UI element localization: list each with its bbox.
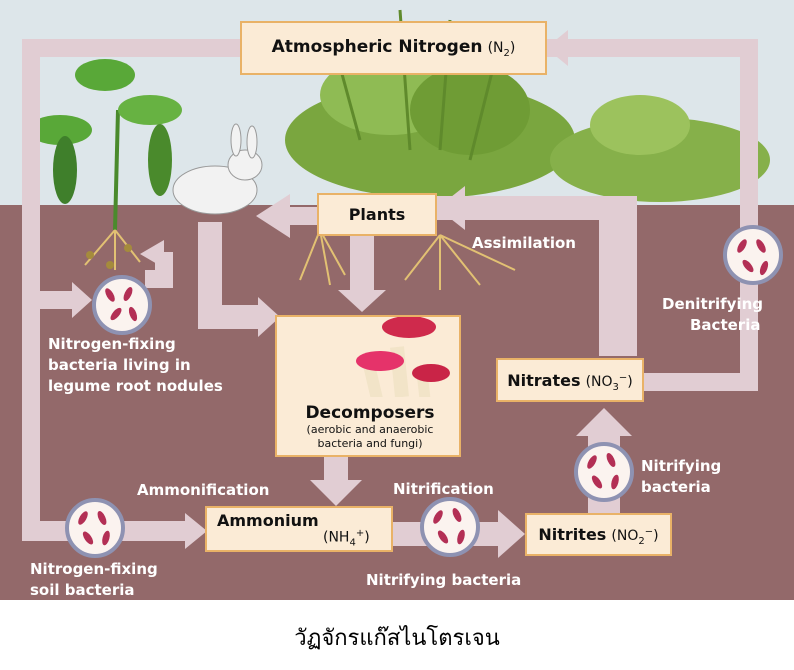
decomposers-label: Decomposers bbox=[305, 403, 435, 423]
assimilation-label: Assimilation bbox=[472, 234, 576, 252]
nitrites-formula: (NO2−) bbox=[611, 526, 659, 547]
ammonium-label: Ammonium bbox=[217, 511, 319, 530]
legume-plant-illustration bbox=[28, 59, 182, 270]
nodule-bacteria-circle bbox=[92, 275, 152, 335]
nitrates-formula: (NO3−) bbox=[585, 372, 633, 393]
atmospheric-nitrogen-formula: (N2) bbox=[487, 40, 516, 59]
decomposers-note: (aerobic and anaerobic bacteria and fung… bbox=[306, 423, 434, 450]
nitrifying-bacteria-bottom-label: Nitrifying bacteria bbox=[366, 571, 522, 589]
plants-box: Plants bbox=[317, 193, 437, 236]
nitrification-label: Nitrification bbox=[393, 480, 494, 498]
nitrification-bacteria-circle bbox=[420, 497, 480, 557]
ammonium-formula: (NH4+) bbox=[323, 528, 370, 549]
denitrifying-bacteria-label: Denitrifying Bacteria bbox=[662, 295, 764, 334]
nitrites-box: Nitrites (NO2−) bbox=[525, 513, 672, 556]
soil-bacteria-label: Nitrogen-fixing soil bacteria bbox=[30, 560, 158, 599]
atmospheric-nitrogen-box: Atmospheric Nitrogen (N2) bbox=[240, 21, 547, 75]
nitrifying-bacteria-circle bbox=[574, 442, 634, 502]
nitrates-box: Nitrates (NO3−) bbox=[496, 358, 644, 402]
ammonification-label: Ammonification bbox=[137, 481, 270, 499]
mushroom-illustration bbox=[356, 317, 450, 397]
grass-plants-illustration bbox=[285, 9, 770, 202]
plants-label: Plants bbox=[348, 205, 406, 224]
denitrifying-bacteria-circle bbox=[723, 225, 783, 285]
rabbit-illustration bbox=[172, 123, 263, 215]
nitrates-label: Nitrates bbox=[507, 371, 581, 390]
nodule-bacteria-label: Nitrogen-fixing bacteria living in legum… bbox=[48, 335, 223, 395]
atmospheric-nitrogen-label: Atmospheric Nitrogen bbox=[271, 37, 483, 57]
decomposers-box: Decomposers (aerobic and anaerobic bacte… bbox=[275, 315, 461, 457]
soil-bacteria-circle bbox=[65, 498, 125, 558]
ammonium-box: Ammonium (NH4+) bbox=[205, 506, 393, 552]
nitrifying-bacteria-up-label: Nitrifying bacteria bbox=[641, 457, 722, 496]
nitrites-label: Nitrites bbox=[538, 525, 607, 544]
plant-roots-illustration bbox=[299, 229, 516, 290]
diagram-caption: วัฏจักรแก๊สไนโตรเจน bbox=[294, 626, 500, 651]
